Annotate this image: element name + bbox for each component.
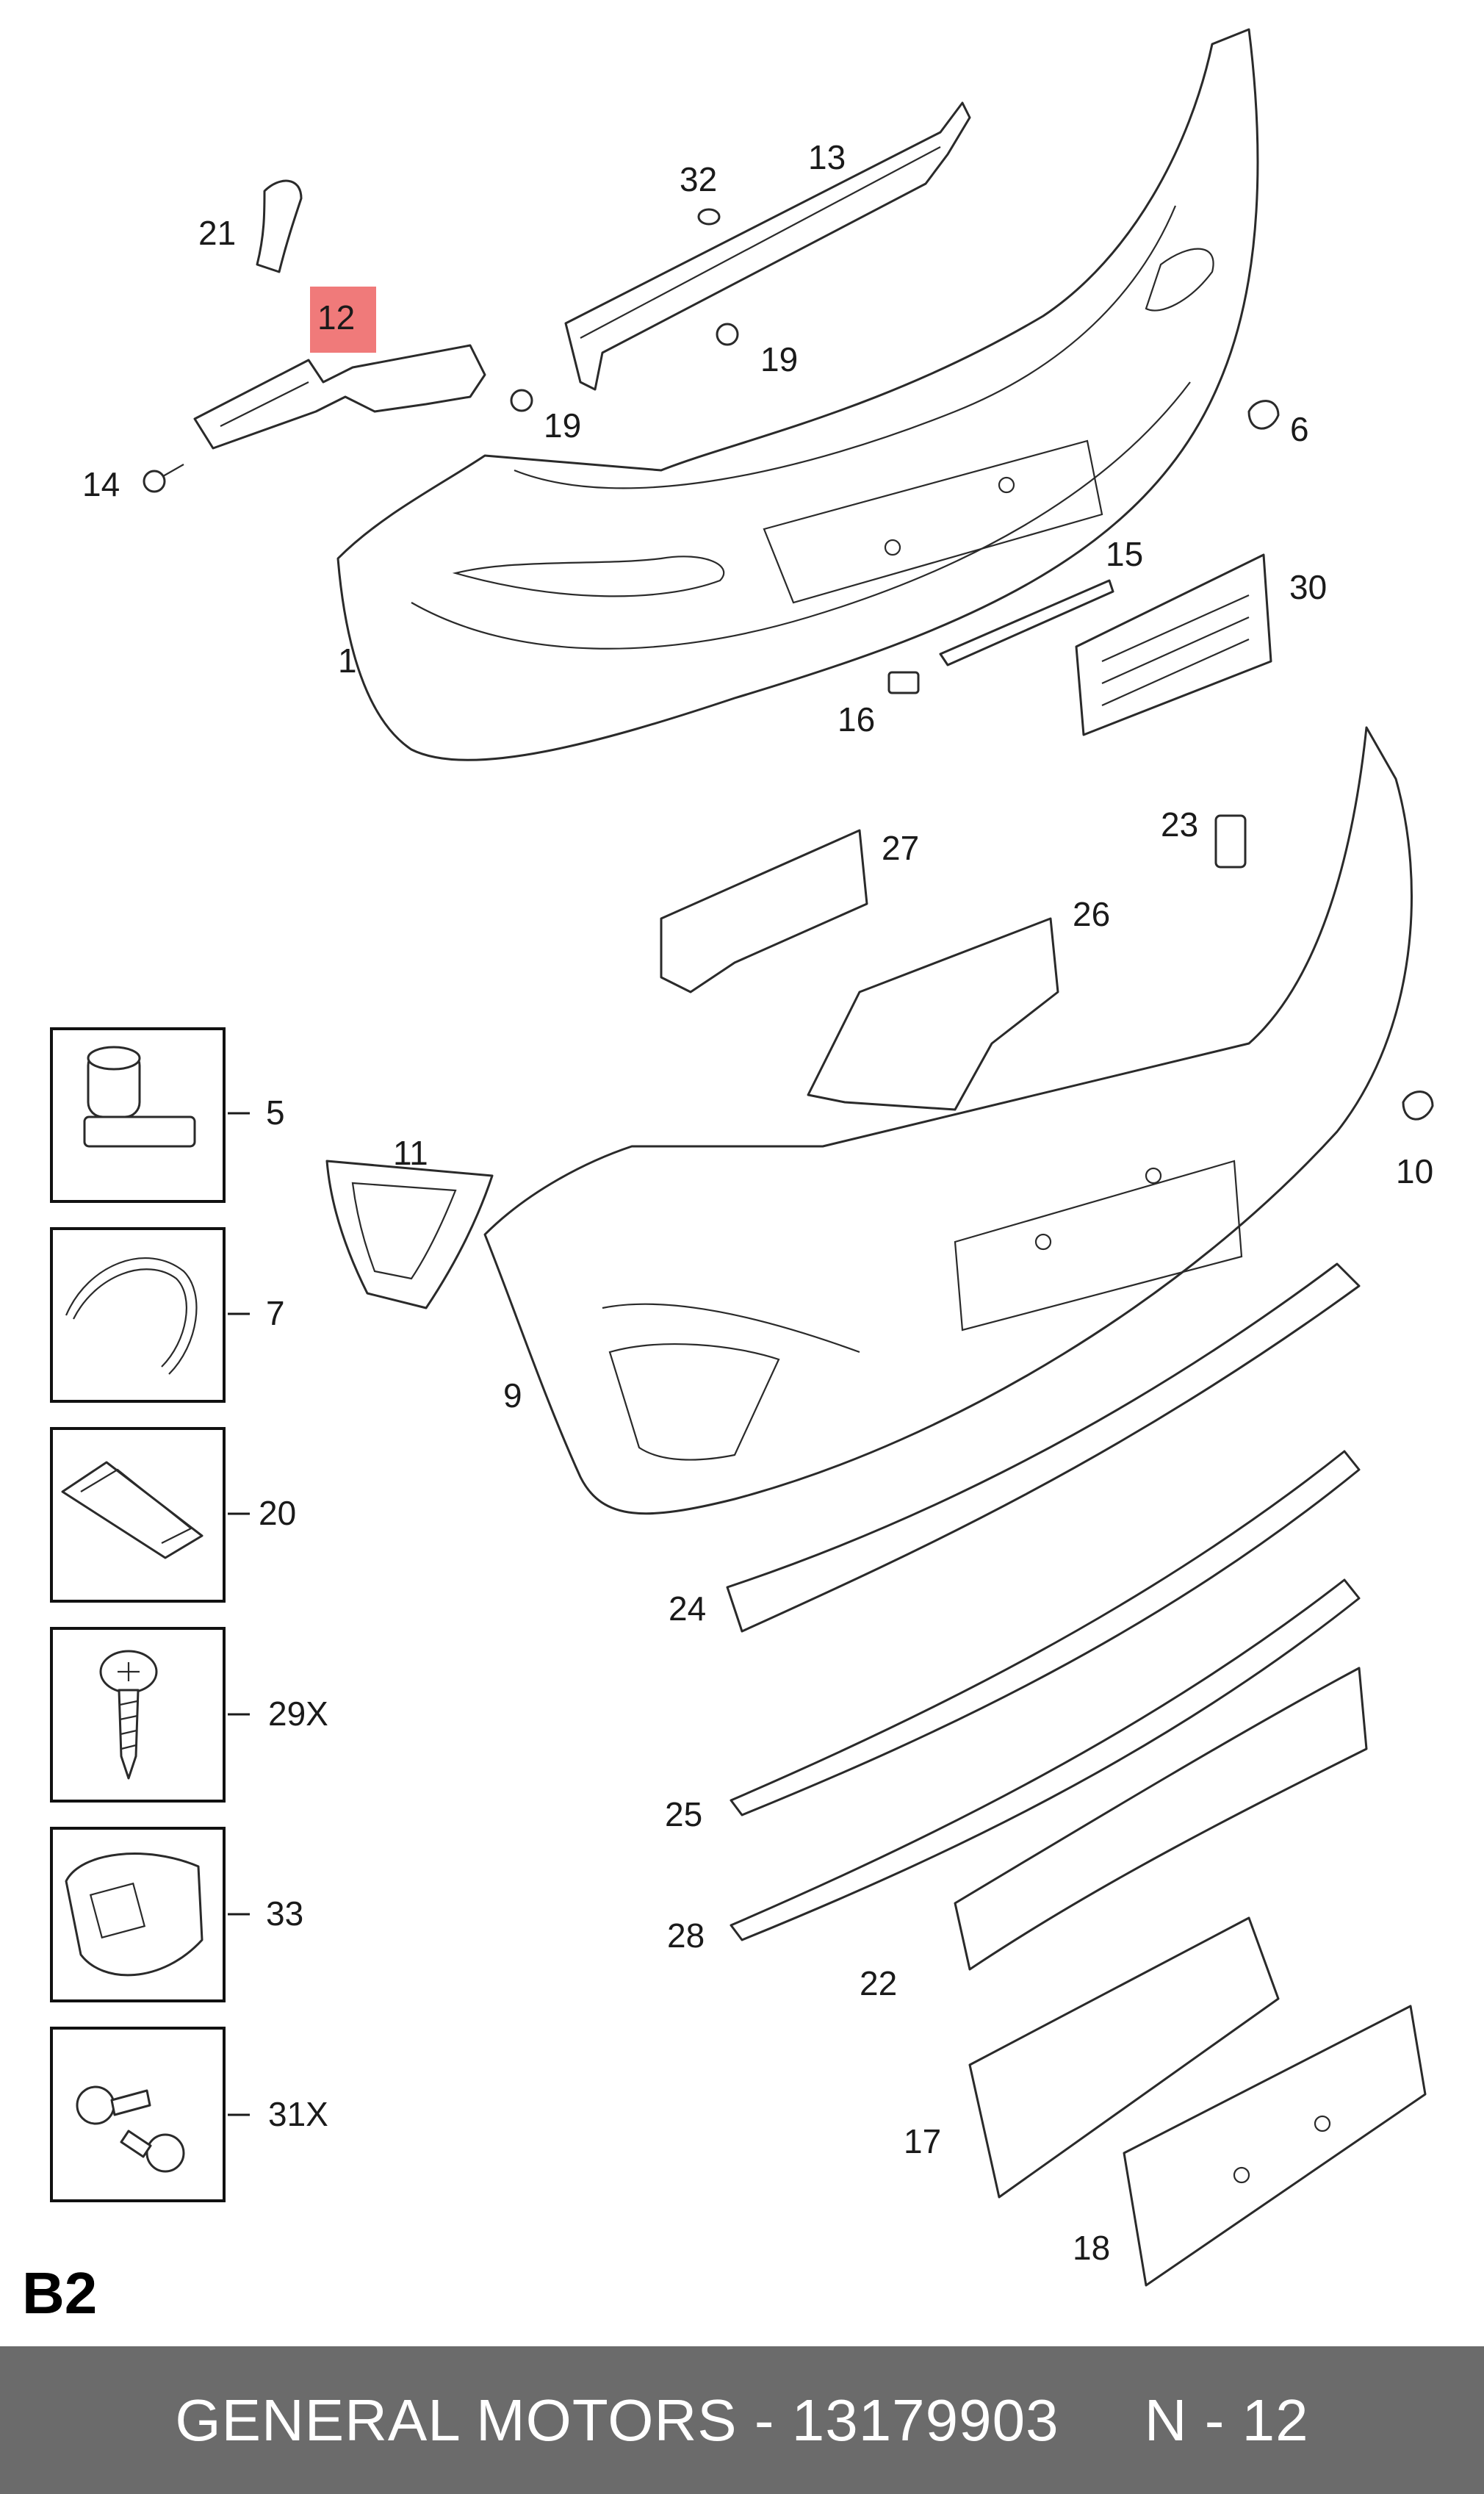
wire-clip-icon [65,1257,198,1375]
callout-6: 6 [1290,410,1309,448]
legend-item-5: 5 [50,1027,285,1203]
legend-label-5: 5 [266,1093,285,1132]
trim-panel-part-22 [954,1667,1368,1971]
push-pin-part-19b [716,323,739,346]
callout-16: 16 [838,700,875,739]
reflector-strip-part-15 [939,579,1114,666]
callout-9: 9 [503,1376,522,1415]
bracket-part-27 [660,829,868,993]
legend-item-33: 33 [50,1827,303,2002]
retainer-clip-icon [61,1461,203,1559]
license-plate-part-18 [1123,2005,1427,2287]
side-bracket-part-12 [193,344,486,450]
callout-14: 14 [82,465,120,503]
bracket-part-26 [807,917,1059,1111]
callout-30: 30 [1289,568,1327,606]
clip-part-23 [1214,814,1247,869]
callout-24: 24 [669,1589,706,1628]
screw-icon [99,1650,158,1780]
grommet-icon [65,1852,203,1977]
callout-26: 26 [1073,895,1110,933]
clip-part-16 [887,671,920,694]
legend-label-20: 20 [259,1494,296,1532]
rear-bumper-cover-lower [483,726,1413,1515]
diffuser-strip-part-24 [726,1262,1361,1633]
callout-22: 22 [860,1964,897,2002]
bolt-pair-icon [76,2085,185,2173]
legend-item-7: 7 [50,1227,285,1403]
callout-27: 27 [882,829,919,867]
callout-1: 1 [338,642,357,680]
callout-25: 25 [665,1795,702,1833]
plate-housing-part-17 [968,1916,1280,2199]
legend-item-29x: 29X [50,1627,328,1803]
cover-cap-part-6 [1247,400,1280,430]
legend-label-33: 33 [266,1894,303,1933]
callout-10: 10 [1396,1152,1433,1190]
rear-bumper-cover-upper [336,28,1259,761]
license-plate-bracket-part-30 [1075,553,1272,736]
footer-part-number: GENERAL MOTORS - 13179903 N - 12 [175,2387,1309,2453]
legend-label-29x: 29X [268,1695,328,1733]
callout-13: 13 [808,138,846,176]
callout-15: 15 [1106,535,1143,573]
diffuser-strip-part-28 [730,1578,1361,1941]
diffuser-strip-part-25 [730,1450,1361,1816]
screw-part-14 [143,464,184,493]
callout-18: 18 [1073,2229,1110,2267]
legend-label-7: 7 [266,1294,285,1332]
callout-12: 12 [317,298,355,337]
callout-17: 17 [904,2122,941,2160]
cover-cap-part-10 [1402,1090,1434,1121]
section-label: B2 [22,2260,98,2326]
callout-23: 23 [1161,805,1198,844]
upper-mounting-bracket [564,101,971,391]
callout-28: 28 [667,1916,705,1955]
callout-19a: 19 [544,406,581,445]
highlight-box-part-12 [310,287,376,353]
push-pin-part-19a [510,389,533,412]
cap-part-32 [697,208,721,226]
clip-nut-icon [83,1046,196,1148]
legend-label-31x: 31X [268,2095,328,2133]
reflector-bezel-part-11 [325,1160,494,1309]
callout-21: 21 [198,214,236,252]
legend-item-20: 20 [50,1427,296,1603]
footer-bar: GENERAL MOTORS - 13179903 N - 12 [0,2346,1484,2494]
callout-19b: 19 [760,340,798,378]
callout-11: 11 [393,1134,428,1172]
legend-item-31x: 31X [50,2027,328,2202]
callout-32: 32 [680,160,717,198]
clip-part-21 [256,179,303,273]
